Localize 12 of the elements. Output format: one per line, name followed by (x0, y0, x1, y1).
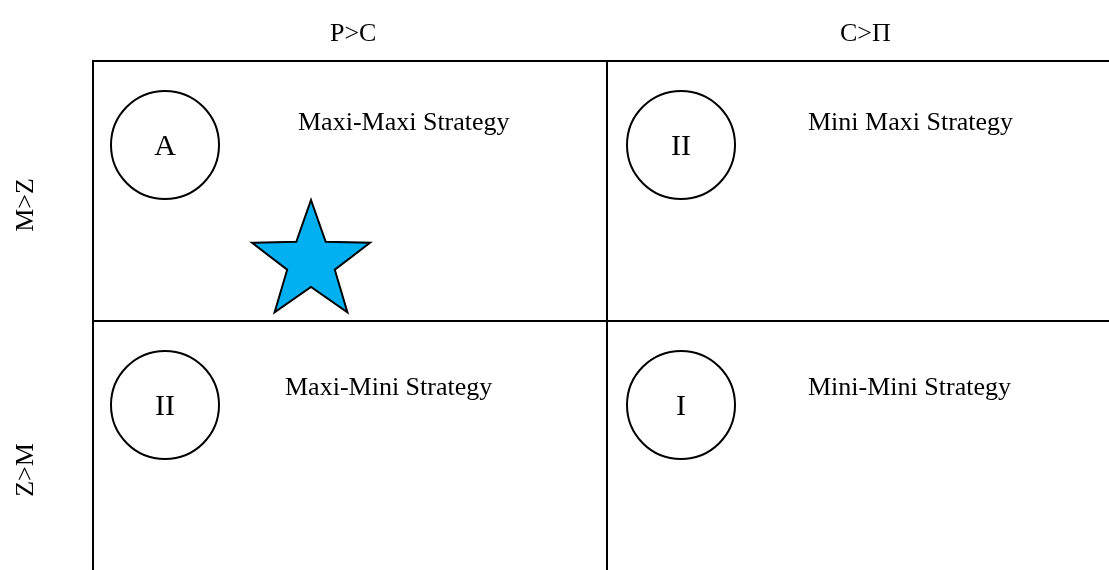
strategy-label: Mini Maxi Strategy (808, 107, 1014, 137)
strategy-label: Maxi-Mini Strategy (285, 372, 493, 402)
strategy-label: Mini-Mini Strategy (808, 372, 1011, 402)
row-axis-label: M>Z (9, 178, 40, 232)
circled-numeral: II (626, 90, 736, 200)
column-axis-label: C>Π (840, 18, 891, 48)
column-axis-label: P>C (330, 18, 377, 48)
circled-numeral: II (110, 350, 220, 460)
circled-numeral: A (110, 90, 220, 200)
strategy-label: Maxi-Maxi Strategy (298, 107, 510, 137)
circled-numeral: I (626, 350, 736, 460)
row-axis-label: Z>M (9, 443, 40, 497)
